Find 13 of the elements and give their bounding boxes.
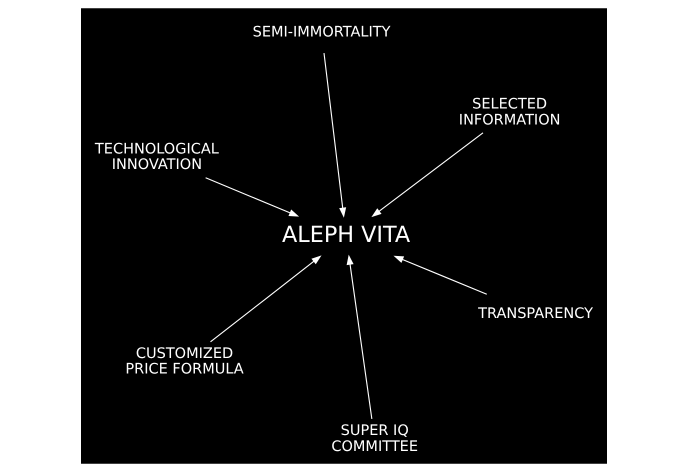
node-text: TRANSPARENCY xyxy=(478,306,594,322)
arrow xyxy=(371,132,484,218)
node-text: ALEPH VITA xyxy=(282,222,410,248)
arrow xyxy=(205,177,300,217)
arrow xyxy=(210,255,322,342)
arrow xyxy=(346,254,372,420)
node-text: SUPER IQ COMMITTEE xyxy=(331,423,418,455)
node-text: CUSTOMIZED PRICE FORMULA xyxy=(125,346,244,378)
arrow xyxy=(394,256,487,295)
node-text: SELECTED INFORMATION xyxy=(458,96,560,128)
node-text: TECHNOLOGICAL INNOVATION xyxy=(94,141,219,174)
node-text: SEMI-IMMORTALITY xyxy=(252,24,390,41)
arrow xyxy=(323,52,346,218)
